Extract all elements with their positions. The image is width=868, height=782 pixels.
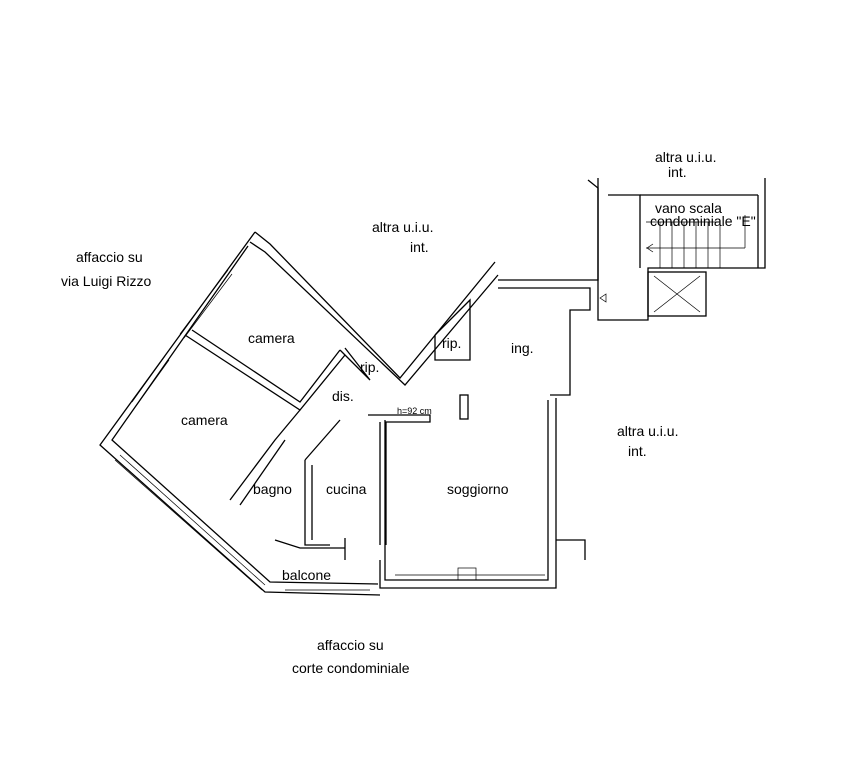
label-cucina: cucina xyxy=(326,481,367,497)
view-court-2: corte condominiale xyxy=(292,660,410,676)
label-camera-top: camera xyxy=(248,330,295,346)
label-disimpegno: dis. xyxy=(332,388,354,404)
interior-walls xyxy=(184,298,471,560)
elevator-shaft xyxy=(647,271,707,317)
stair-label-1: vano scala xyxy=(655,200,722,216)
view-street-1: affaccio su xyxy=(76,249,143,265)
door-arrow-icon xyxy=(599,293,607,303)
other-unit-right-2: int. xyxy=(628,443,647,459)
windows xyxy=(114,269,545,591)
stair-steps xyxy=(659,222,721,268)
other-unit-right-1: altra u.i.u. xyxy=(617,423,678,439)
label-bagno: bagno xyxy=(253,481,292,497)
label-ingresso: ing. xyxy=(511,340,534,356)
view-street-2: via Luigi Rizzo xyxy=(61,273,151,289)
view-court-1: affaccio su xyxy=(317,637,384,653)
label-camera-left: camera xyxy=(181,412,228,428)
label-soggiorno: soggiorno xyxy=(447,481,509,497)
stairwell xyxy=(597,178,766,321)
other-unit-mid-1: altra u.i.u. xyxy=(372,219,433,235)
other-unit-top-1: altra u.i.u. xyxy=(655,149,716,165)
other-unit-mid-2: int. xyxy=(410,239,429,255)
stair-label-2: condominiale "E" xyxy=(650,213,756,229)
other-unit-top-2: int. xyxy=(668,164,687,180)
height-note: h=92 cm xyxy=(397,406,432,416)
label-balcone: balcone xyxy=(282,567,331,583)
label-ripostiglio-2: rip. xyxy=(442,335,461,351)
label-ripostiglio-1: rip. xyxy=(360,359,379,375)
